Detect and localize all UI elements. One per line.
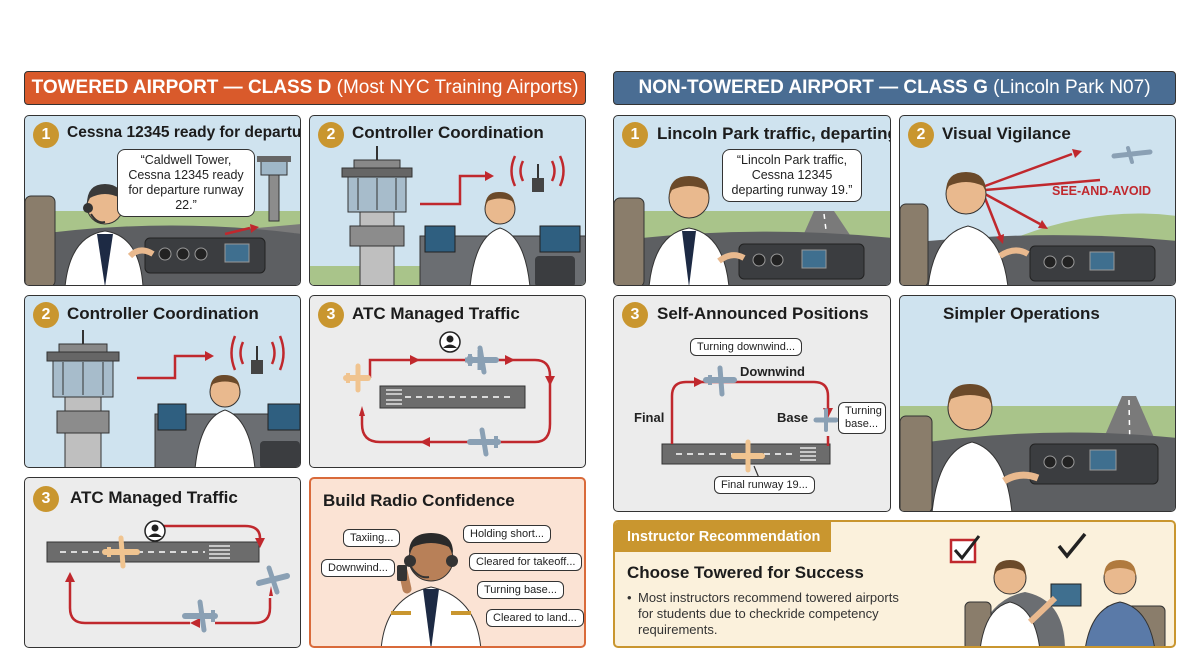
panel-title: Lincoln Park traffic, departing xyxy=(657,124,891,143)
nontowered-panel-self-announced: 3 Self-Announced Positions Turning downw… xyxy=(613,295,891,512)
instructor-recommendation-panel: Instructor Recommendation Choose Towered… xyxy=(613,520,1176,648)
see-and-avoid-label: SEE-AND-AVOID xyxy=(1052,184,1152,198)
call-turning-downwind: Turning downwind... xyxy=(690,338,803,356)
step-badge: 3 xyxy=(622,302,648,328)
towered-panel-traffic-bottom: 3 ATC Managed Traffic xyxy=(24,477,301,648)
leg-downwind-label: Downwind xyxy=(740,364,805,379)
bullet-dot: • xyxy=(627,590,632,605)
recommendation-label: Instructor Recommendation xyxy=(615,522,831,552)
step-badge: 2 xyxy=(908,122,934,148)
towered-panel-controller-bottom: 2 Controller Coordination xyxy=(24,295,301,468)
step-badge: 2 xyxy=(318,122,344,148)
panel-title: Build Radio Confidence xyxy=(323,491,515,510)
step-badge: 2 xyxy=(33,302,59,328)
panel-title: Controller Coordination xyxy=(67,304,259,323)
bullet-text: Most instructors recommend towered airpo… xyxy=(638,590,899,637)
tower-controller-illustration xyxy=(46,330,300,467)
radio-call-cleared-takeoff: Cleared for takeoff... xyxy=(469,553,583,571)
recommendation-bullet: • Most instructors recommend towered air… xyxy=(627,590,917,638)
step-badge: 1 xyxy=(33,122,59,148)
radio-call-bubble: “Caldwell Tower, Cessna 12345 ready for … xyxy=(117,149,255,217)
traffic-pattern-diagram xyxy=(46,520,290,633)
radio-call-holding-short: Holding short... xyxy=(463,525,551,543)
self-announced-pattern-diagram xyxy=(661,365,839,479)
call-final-runway: Final runway 19... xyxy=(714,476,815,494)
towered-header-title: TOWERED AIRPORT — CLASS D xyxy=(31,77,332,98)
step-badge: 3 xyxy=(33,486,59,512)
nontowered-header-subtitle: (Lincoln Park N07) xyxy=(993,77,1151,98)
panel-title: Simpler Operations xyxy=(943,304,1100,323)
leg-base-label: Base xyxy=(777,410,809,425)
panel-title: Controller Coordination xyxy=(352,123,544,142)
cockpit-scene-illustration xyxy=(25,156,300,285)
instructor-students-illustration xyxy=(949,532,1166,646)
cockpit-scene-illustration xyxy=(614,176,890,285)
step-badge: 1 xyxy=(622,122,648,148)
panel-title: Cessna 12345 ready for departure xyxy=(67,124,301,141)
nontowered-panel-visual-vigilance: 2 Visual Vigilance SEE-AND-AVOID xyxy=(899,115,1176,286)
nontowered-header: NON-TOWERED AIRPORT — CLASS G (Lincoln P… xyxy=(613,71,1176,105)
traffic-pattern-diagram xyxy=(343,331,555,457)
towered-header: TOWERED AIRPORT — CLASS D (Most NYC Trai… xyxy=(24,71,586,105)
see-and-avoid-illustration xyxy=(900,146,1175,285)
towered-panel-radio-confidence: Build Radio Confidence Taxiing... Downwi… xyxy=(309,477,586,648)
towered-panel-departure: 1 Cessna 12345 ready for departure “Cald… xyxy=(24,115,301,286)
nontowered-header-title: NON-TOWERED AIRPORT — CLASS G xyxy=(638,77,988,98)
step-badge: 3 xyxy=(318,302,344,328)
radio-call-downwind: Downwind... xyxy=(321,559,395,577)
recommendation-headline: Choose Towered for Success xyxy=(627,563,864,582)
panel-title: Self-Announced Positions xyxy=(657,304,869,323)
radio-call-taxiing: Taxiing... xyxy=(343,529,401,547)
radio-call-cleared-land: Cleared to land... xyxy=(486,609,584,627)
panel-title: ATC Managed Traffic xyxy=(70,488,238,507)
nontowered-panel-departure: 1 Lincoln Park traffic, departing “Linco… xyxy=(613,115,891,286)
panel-title: ATC Managed Traffic xyxy=(352,304,520,323)
radio-call-bubble: “Lincoln Park traffic, Cessna 12345 depa… xyxy=(722,149,862,202)
cockpit-scene-illustration xyxy=(900,384,1175,511)
call-turning-base: Turning base... xyxy=(838,402,886,434)
towered-header-subtitle: (Most NYC Training Airports) xyxy=(336,77,579,98)
tower-controller-illustration xyxy=(310,146,585,285)
nontowered-panel-simpler-operations: Simpler Operations xyxy=(899,295,1176,512)
radio-call-turning-base: Turning base... xyxy=(477,581,564,599)
towered-panel-traffic-top: 3 ATC Managed Traffic xyxy=(309,295,586,468)
leg-final-label: Final xyxy=(634,410,665,425)
panel-title: Visual Vigilance xyxy=(942,124,1071,143)
towered-panel-controller-top: 2 Controller Coordination xyxy=(309,115,586,286)
pilot-radio-illustration xyxy=(380,533,482,646)
